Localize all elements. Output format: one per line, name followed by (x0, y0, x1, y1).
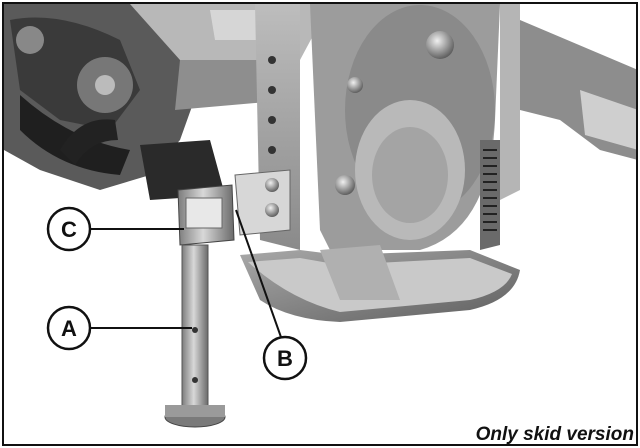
stand-leg (164, 184, 235, 428)
bracket-plate (234, 169, 291, 236)
callout-c: C (46, 206, 92, 252)
callout-c-label: C (61, 217, 77, 242)
rotor-blades (4, 4, 210, 190)
callout-b-label: B (277, 346, 293, 371)
gearbox-housing (310, 4, 500, 250)
callout-b: B (262, 335, 308, 381)
skid (240, 245, 520, 322)
support-tube (140, 140, 225, 200)
caption: Only skid version (475, 424, 634, 445)
callout-a-label: A (61, 316, 77, 341)
callout-a: A (46, 305, 92, 351)
callout-lines (90, 209, 283, 341)
right-frame (480, 4, 638, 250)
callout-line-b (235, 209, 283, 341)
